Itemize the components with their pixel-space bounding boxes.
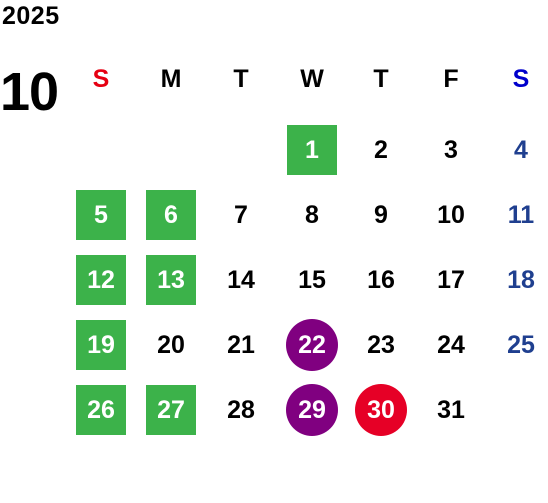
calendar-day-4[interactable]: 4	[514, 136, 528, 164]
calendar-day-24[interactable]: 24	[437, 331, 465, 359]
calendar-day-18[interactable]: 18	[507, 266, 535, 294]
calendar-day-12[interactable]: 12	[76, 255, 126, 305]
calendar-day-29[interactable]: 29	[286, 384, 338, 436]
calendar-day-2[interactable]: 2	[374, 136, 388, 164]
calendar-day-1[interactable]: 1	[287, 125, 337, 175]
weekday-header-tue: T	[233, 65, 249, 93]
calendar-day-21[interactable]: 21	[227, 331, 255, 359]
calendar-day-27[interactable]: 27	[146, 385, 196, 435]
calendar-day-31[interactable]: 31	[437, 396, 465, 424]
calendar-day-13[interactable]: 13	[146, 255, 196, 305]
calendar-day-30[interactable]: 30	[355, 384, 407, 436]
weekday-header-mon: M	[160, 65, 182, 93]
calendar-day-9[interactable]: 9	[374, 201, 388, 229]
calendar-day-22[interactable]: 22	[286, 319, 338, 371]
calendar-day-17[interactable]: 17	[437, 266, 465, 294]
weekday-header-sat: S	[512, 65, 530, 93]
weekday-header-fri: F	[443, 65, 459, 93]
calendar-day-15[interactable]: 15	[298, 266, 326, 294]
calendar-day-14[interactable]: 14	[227, 266, 255, 294]
calendar-day-6[interactable]: 6	[146, 190, 196, 240]
calendar-day-10[interactable]: 10	[437, 201, 465, 229]
calendar-day-7[interactable]: 7	[234, 201, 248, 229]
calendar-day-3[interactable]: 3	[444, 136, 458, 164]
weekday-header-sun: S	[92, 65, 110, 93]
calendar-day-23[interactable]: 23	[367, 331, 395, 359]
calendar-day-26[interactable]: 26	[76, 385, 126, 435]
calendar-day-19[interactable]: 19	[76, 320, 126, 370]
month-label: 10	[0, 62, 59, 122]
calendar-day-20[interactable]: 20	[157, 331, 185, 359]
calendar-day-28[interactable]: 28	[227, 396, 255, 424]
calendar-day-5[interactable]: 5	[76, 190, 126, 240]
weekday-header-wed: W	[300, 65, 324, 93]
year-label: 2025	[2, 2, 60, 30]
calendar-day-25[interactable]: 25	[507, 331, 535, 359]
calendar-day-16[interactable]: 16	[367, 266, 395, 294]
weekday-header-thu: T	[373, 65, 389, 93]
calendar-day-11[interactable]: 11	[507, 201, 535, 229]
calendar-day-8[interactable]: 8	[305, 201, 319, 229]
